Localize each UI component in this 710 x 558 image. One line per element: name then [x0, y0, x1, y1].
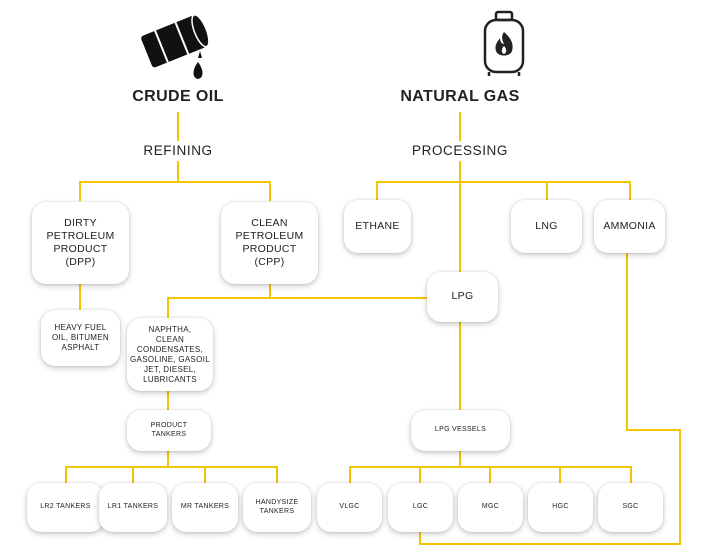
sgc-node: SGC: [598, 483, 663, 532]
gas-cylinder-icon: [483, 10, 525, 76]
connector-refining-branch: [79, 161, 271, 201]
product-tankers-node: PRODUCT TANKERS: [127, 410, 211, 451]
hgc-node: HGC: [528, 483, 593, 532]
cpp-node: CLEAN PETROLEUM PRODUCT (CPP): [221, 202, 318, 284]
handysize-tankers-node: HANDYSIZE TANKERS: [243, 483, 311, 532]
lpg-node: LPG: [427, 272, 498, 322]
oil-barrel-icon: [141, 14, 210, 79]
mgc-node: MGC: [458, 483, 523, 532]
connector-tankers-branch: [65, 451, 278, 484]
processing-label: PROCESSING: [411, 143, 509, 158]
dpp-node: DIRTY PETROLEUM PRODUCT (DPP): [32, 202, 129, 284]
crude-oil-heading: CRUDE OIL: [132, 88, 224, 105]
lpg-vessels-node: LPG VESSELS: [411, 410, 510, 451]
connector-processing-branch: [376, 161, 631, 273]
mr-tankers-node: MR TANKERS: [172, 483, 238, 532]
cpp-products-list: NAPHTHA, CLEAN CONDENSATES, GASOLINE, GA…: [127, 318, 213, 391]
lng-node: LNG: [511, 200, 582, 253]
natural-gas-heading: NATURAL GAS: [400, 88, 520, 105]
connector-ammonia-bypass: [419, 253, 681, 545]
connector-vessels-branch: [349, 451, 632, 484]
dpp-products-list: HEAVY FUEL OIL, BITUMEN ASPHALT: [41, 310, 120, 366]
ethane-node: ETHANE: [344, 200, 411, 253]
connector-cpp-to-lpg-bar: [167, 284, 429, 299]
lr2-tankers-node: LR2 TANKERS: [27, 483, 104, 532]
vlgc-node: VLGC: [317, 483, 382, 532]
refining-label: REFINING: [143, 143, 213, 158]
ammonia-node: AMMONIA: [594, 200, 665, 253]
lgc-node: LGC: [388, 483, 453, 532]
lr1-tankers-node: LR1 TANKERS: [99, 483, 167, 532]
